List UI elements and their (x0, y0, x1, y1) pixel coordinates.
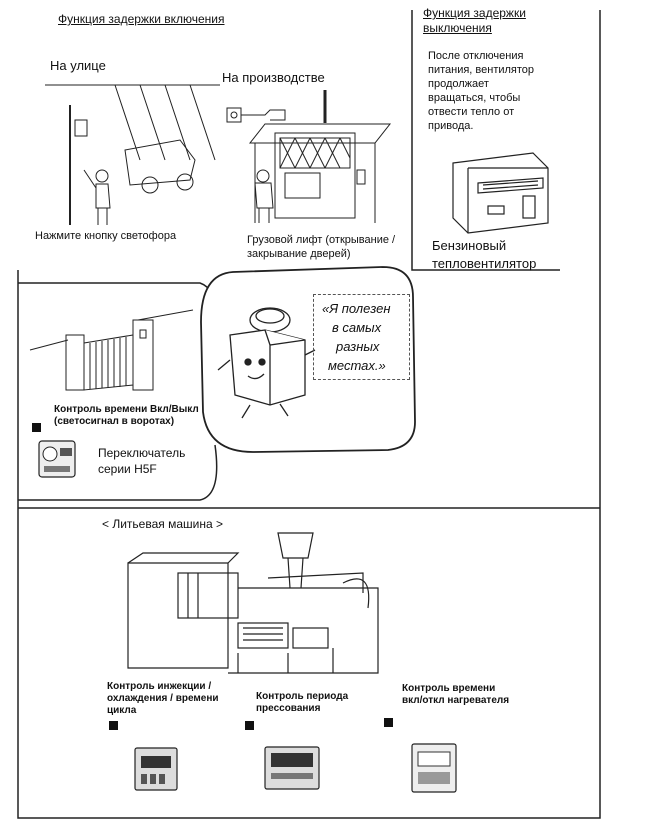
bullet-square-gate (32, 423, 41, 432)
off-delay-text-0: После отключения (428, 50, 524, 62)
molding-label1-l2: охлаждения / времени (107, 693, 219, 704)
mascot-speech-l3: разных (336, 339, 380, 354)
gate-switch-l2: серии H5F (98, 462, 157, 476)
traffic-light-caption: Нажмите кнопку светофора (35, 230, 177, 242)
gate-switch-l1: Переключатель (98, 446, 186, 460)
factory-label: На производстве (222, 70, 325, 85)
molding-label3-l2: вкл/откл нагревателя (402, 695, 510, 706)
mascot-speech-l2: в самых (332, 320, 382, 335)
bullet-square-3 (384, 718, 393, 727)
timer-device-2 (264, 746, 320, 790)
mascot-character (217, 307, 316, 419)
gate-control-l2: (светосигнал в воротах) (54, 416, 175, 427)
molding-label1-l3: цикла (107, 705, 137, 716)
freight-elevator-illustration (226, 90, 392, 223)
bullet-square-2 (245, 721, 254, 730)
heater-caption-l1: Бензиновый (432, 238, 507, 253)
timer-device-3 (411, 743, 457, 793)
injection-molding-machine-illustration (127, 532, 379, 674)
on-delay-title: Функция задержки включения (58, 12, 225, 26)
off-delay-text-4: отвести тепло от (428, 106, 515, 118)
off-delay-text-1: питания, вентилятор (428, 64, 535, 76)
molding-label1-l1: Контроль инжекции / (107, 681, 212, 692)
h5f-switch-image (38, 440, 76, 478)
molding-label2-l1: Контроль периода (256, 691, 349, 702)
molding-title: < Литьевая машина > (102, 517, 223, 531)
freight-elevator-caption-l1: Грузовой лифт (открывание / (247, 234, 396, 246)
off-delay-text-2: продолжает (428, 78, 489, 90)
off-delay-title-l2: выключения (423, 21, 492, 35)
molding-label2-l2: прессования (256, 703, 321, 714)
gate-illustration (29, 309, 194, 391)
mascot-speech-l1: «Я полезен (322, 301, 391, 316)
freight-elevator-caption-l2: закрывание дверей) (247, 248, 351, 260)
traffic-crossing-illustration (45, 84, 220, 225)
timer-device-1 (134, 747, 178, 791)
speech-box (313, 294, 410, 380)
off-delay-title-l1: Функция задержки (423, 6, 526, 20)
off-delay-text-5: привода. (428, 120, 474, 132)
gate-control-l1: Контроль времени Вкл/Выкл (54, 404, 199, 415)
bullet-square-1 (109, 721, 118, 730)
heater-caption-l2: тепловентилятор (432, 256, 537, 271)
outdoors-label: На улице (50, 58, 106, 73)
off-delay-text-3: вращаться, чтобы (428, 92, 521, 104)
mascot-speech-l4: местах.» (328, 358, 386, 373)
molding-label3-l1: Контроль времени (402, 683, 496, 694)
heater-illustration (452, 152, 549, 234)
